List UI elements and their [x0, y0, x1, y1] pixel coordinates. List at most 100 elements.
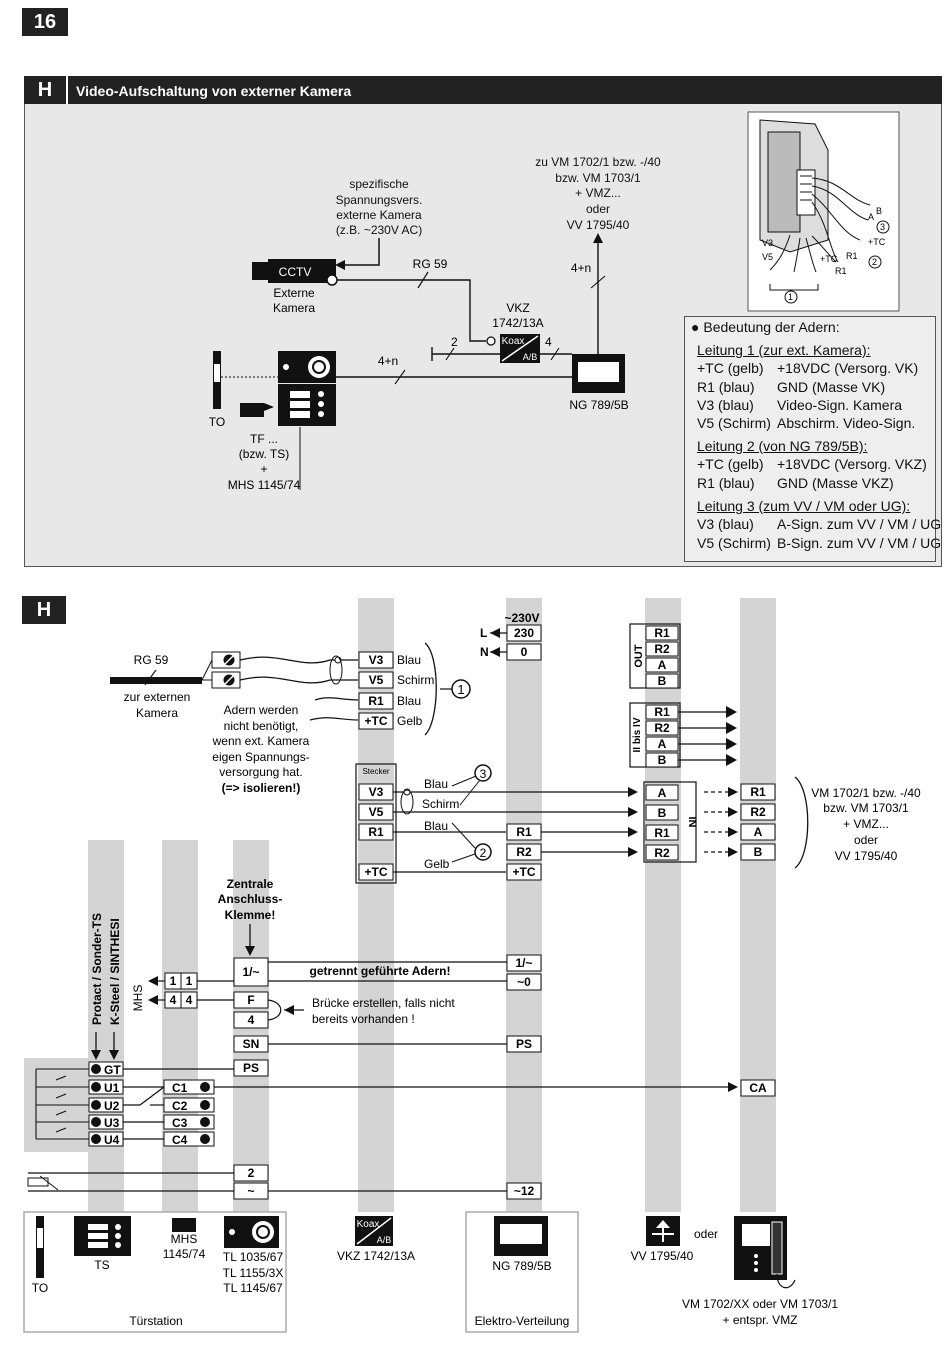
to-door-opener-icon: [213, 351, 221, 409]
legend-group-head: Leitung 1 (zur ext. Kamera):: [697, 342, 871, 358]
legend-row: V3 (blau)Video-Sign. Kamera: [697, 396, 903, 413]
vm-line: VV 1795/40: [835, 849, 898, 863]
footer-tuer-label: Türstation: [129, 1314, 182, 1328]
vm-line: + VMZ...: [575, 186, 621, 200]
footer-ng-icon: [494, 1216, 548, 1256]
section-letter: H: [24, 76, 68, 104]
cctv-camera-icon: CCTV: [252, 259, 338, 286]
stecker-terminal: V3: [369, 785, 384, 799]
bruecke-line: bereits vorhanden !: [312, 1012, 415, 1026]
wire-legend: ● Bedeutung der Adern: Leitung 1 (zur ex…: [684, 316, 941, 562]
pwr-terminal: 2: [248, 1166, 255, 1180]
inset-connector-drawing: B A +TC R1 R1 +TC V3 V5 3 2 1: [747, 111, 900, 312]
zk-terminal: 4: [248, 1013, 255, 1027]
vkz-label: VKZ: [506, 301, 529, 315]
in-label: IN: [686, 817, 698, 828]
vm-line: VM 1702/1 bzw. -/40: [811, 786, 921, 800]
gt-terminal: U4: [104, 1133, 120, 1147]
svg-text:+TC: +TC: [820, 254, 838, 264]
svg-text:1: 1: [788, 292, 793, 302]
note-line: wenn ext. Kamera: [212, 734, 310, 748]
in-terminal: B: [658, 806, 667, 820]
iiiv-terminal: R2: [654, 721, 670, 735]
mhs-icon: [240, 403, 274, 417]
wire-color: Schirm: [397, 673, 434, 687]
svg-text:CCTV: CCTV: [279, 265, 312, 279]
footer-vm-label: VM 1702/XX oder VM 1703/1: [682, 1297, 838, 1311]
screw-terminal: [211, 651, 241, 669]
vm-terminal: A: [754, 825, 763, 839]
ksteel-label: K-Steel / SINTHESI: [108, 918, 122, 1025]
section-header: H Video-Aufschaltung von externer Kamera: [24, 76, 942, 104]
out-terminal: B: [658, 674, 667, 688]
footer-vv-icon: [646, 1216, 680, 1246]
vkz-terminal: R1: [368, 694, 384, 708]
out-terminal: R1: [654, 626, 670, 640]
ng-terminal: R2: [516, 845, 532, 859]
spec-line: Spannungsvers.: [336, 193, 423, 207]
svg-text:+TC: +TC: [868, 237, 886, 247]
vm-line: oder: [586, 202, 610, 216]
wire-count-4n-up: 4+n: [571, 261, 591, 275]
svg-text:2: 2: [872, 257, 877, 267]
vkz-terminal: V3: [369, 653, 384, 667]
stecker-terminal: V5: [369, 805, 384, 819]
footer-mhs-label: MHS: [171, 1232, 198, 1246]
mhs-terminal: 1: [186, 974, 193, 988]
footer-to-icon: [36, 1216, 44, 1278]
note-line: Adern werden: [224, 703, 299, 717]
zk-terminal: PS: [243, 1061, 259, 1075]
note-bold: (=> isolieren!): [222, 781, 301, 795]
ng-label: NG 789/5B: [569, 398, 628, 412]
vm-line: zu VM 1702/1 bzw. -/40: [535, 155, 661, 169]
footer-oder-label: oder: [694, 1227, 718, 1241]
svg-text:B: B: [876, 206, 882, 216]
footer-tl-label: TL 1145/67: [223, 1281, 283, 1295]
legend-row: +TC (gelb)+18VDC (Versorg. VK): [697, 360, 919, 377]
wire-color: Gelb: [397, 714, 423, 728]
footer-ts-icon: [74, 1216, 131, 1256]
spec-line: (z.B. ~230V AC): [336, 223, 422, 237]
n-label: N: [480, 645, 489, 659]
svg-text:R1: R1: [835, 266, 847, 276]
iiiv-terminal: A: [658, 737, 667, 751]
legend-row: R1 (blau)GND (Masse VKZ): [697, 474, 894, 491]
gt-terminal: U1: [104, 1081, 120, 1095]
legend-title: ● Bedeutung der Adern:: [691, 319, 840, 335]
vm-line: bzw. VM 1703/1: [823, 801, 909, 815]
svg-text:A/B: A/B: [377, 1235, 392, 1245]
vm-line: bzw. VM 1703/1: [555, 171, 641, 185]
legend-row: V5 (Schirm)Abschirm. Video-Sign.: [697, 415, 916, 432]
wire-color: Schirm: [422, 797, 459, 811]
svg-text:A: A: [868, 212, 874, 222]
c-terminal: C1: [172, 1081, 188, 1095]
zentrale-line: Klemme!: [225, 908, 276, 922]
ng-terminal: 0: [521, 645, 528, 659]
section-title: Video-Aufschaltung von externer Kamera: [76, 83, 352, 99]
footer-tl-icon: [224, 1216, 279, 1248]
out-label: OUT: [633, 644, 645, 668]
push-buttons: [35, 1068, 89, 1140]
stecker-label: Stecker: [362, 767, 389, 776]
out-terminal: A: [658, 658, 667, 672]
legend-row: R1 (blau)GND (Masse VK): [697, 378, 886, 395]
ng-lower-terminal: 1/~: [515, 956, 532, 970]
ng-lower-terminal: PS: [516, 1037, 532, 1051]
vkz-box: Koax A/B: [500, 334, 540, 363]
footer-ng-label: NG 789/5B: [492, 1259, 551, 1273]
mains-label: ~230V: [504, 611, 539, 625]
out-terminal: R2: [654, 642, 670, 656]
footer-to-label: TO: [32, 1281, 48, 1295]
spec-line: spezifische: [349, 177, 409, 191]
circle-number-3: 3: [480, 767, 487, 781]
zk-terminal: F: [247, 993, 254, 1007]
tf-line: +: [260, 462, 267, 476]
bruecke-line: Brücke erstellen, falls nicht: [312, 996, 455, 1010]
in-terminal: R1: [654, 826, 670, 840]
svg-text:A/B: A/B: [523, 352, 538, 362]
vm-terminal: B: [754, 845, 763, 859]
vm-line: + VMZ...: [843, 817, 889, 831]
iiiv-terminal: R1: [654, 705, 670, 719]
zk-terminal: SN: [243, 1037, 260, 1051]
stecker-terminal: +TC: [364, 865, 387, 879]
